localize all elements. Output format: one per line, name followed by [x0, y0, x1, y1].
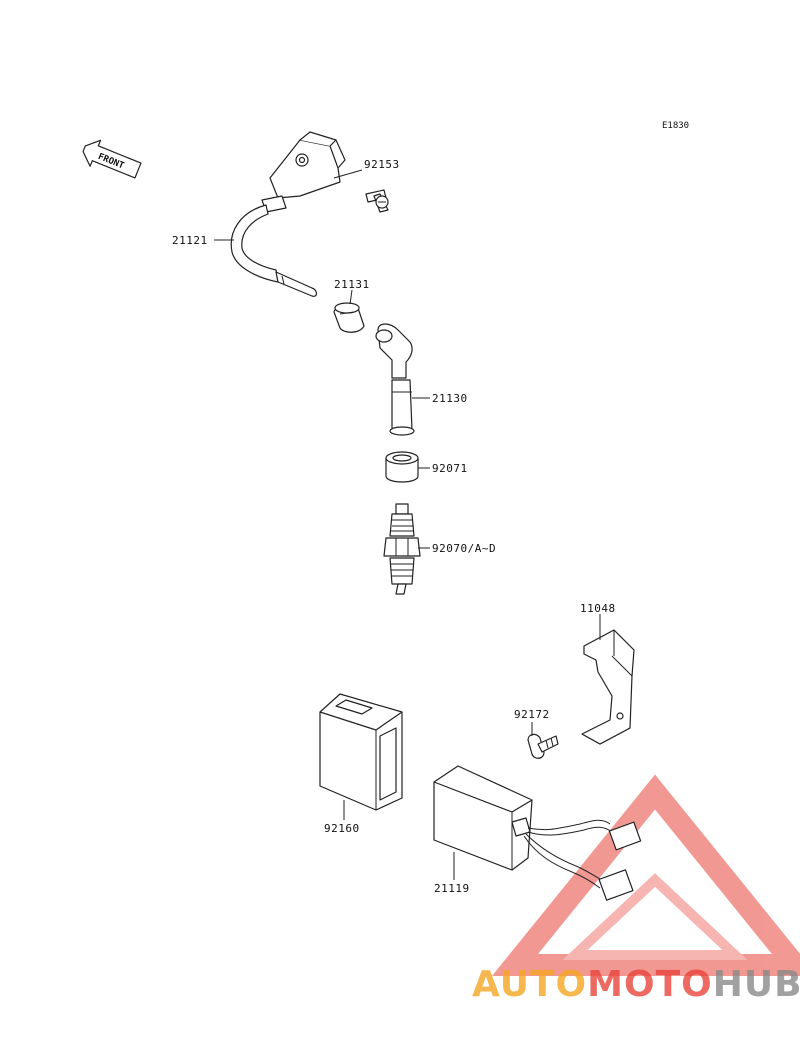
screw-part[interactable]: [527, 733, 559, 759]
part-label-11048: 11048: [580, 602, 616, 615]
part-label-92153: 92153: [364, 158, 400, 171]
watermark-text-moto: MOTO: [587, 964, 713, 1005]
part-label-92070: 92070/A~D: [432, 542, 496, 555]
leader-lines: [214, 169, 601, 880]
watermark-logo: [491, 774, 800, 976]
watermark-text-hub: HUB: [713, 964, 800, 1005]
part-label-21119: 21119: [434, 882, 470, 895]
spark-plug-part[interactable]: [383, 503, 421, 595]
part-label-92071: 92071: [432, 462, 468, 475]
part-label-21121: 21121: [172, 234, 208, 247]
part-label-21131: 21131: [334, 278, 370, 291]
watermark-text: AUTOMOTOHUB: [472, 964, 800, 1005]
igniter-unit-part[interactable]: [433, 765, 642, 901]
diagram-code: E1830: [662, 121, 689, 131]
part-label-92160: 92160: [324, 822, 360, 835]
part-label-92172: 92172: [514, 708, 550, 721]
ignition-coil-part[interactable]: [230, 131, 346, 297]
washer-part[interactable]: [385, 451, 419, 483]
front-arrow-icon: FRONT: [82, 139, 142, 179]
igniter-cover-part[interactable]: [319, 693, 403, 811]
bolt-part[interactable]: [365, 189, 389, 213]
spark-plug-cap-part[interactable]: [375, 323, 415, 436]
watermark-text-auto: AUTO: [472, 964, 587, 1005]
part-label-21130: 21130: [432, 392, 468, 405]
bracket-part[interactable]: [581, 629, 635, 745]
cap-seal-part[interactable]: [333, 302, 365, 333]
